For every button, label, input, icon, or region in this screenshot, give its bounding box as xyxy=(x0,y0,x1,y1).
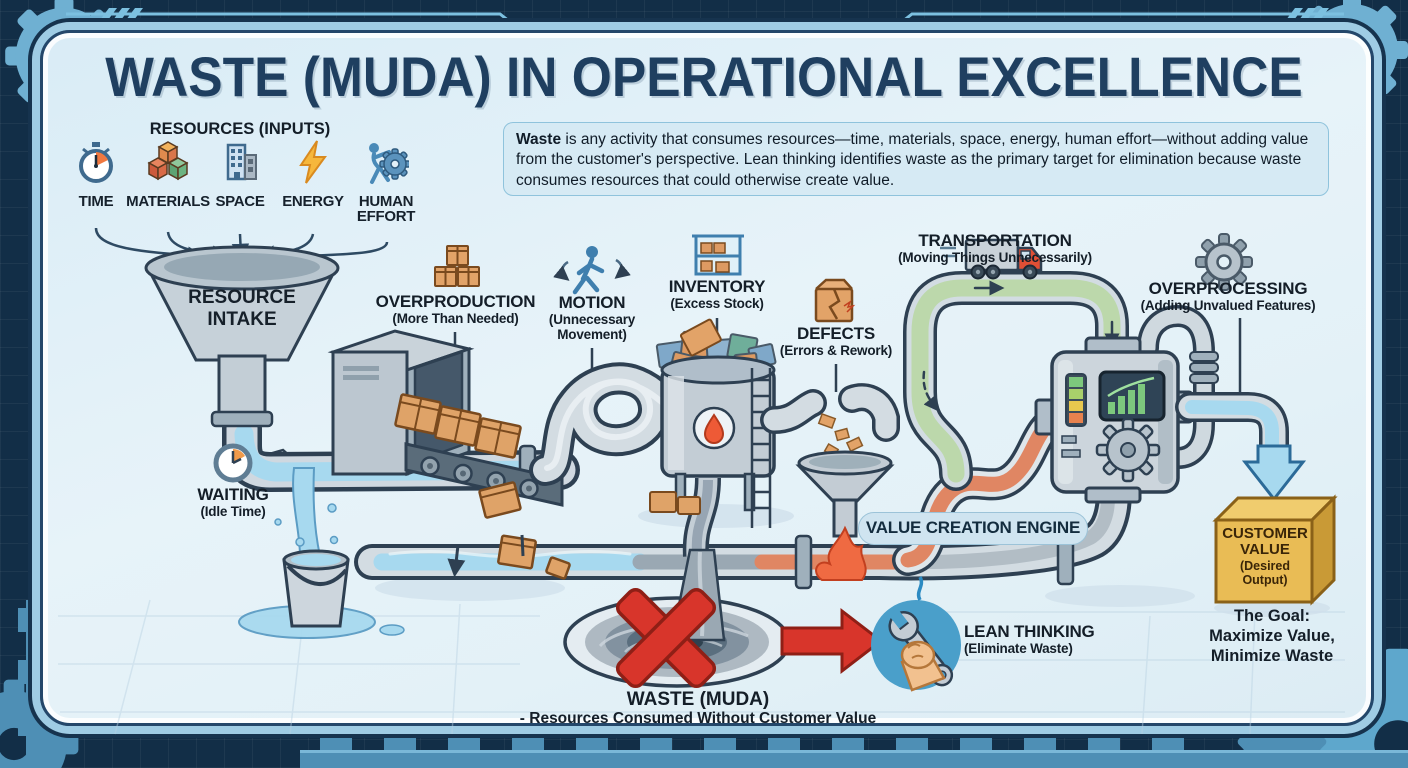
resource-intake-label: RESOURCE INTAKE xyxy=(188,287,296,330)
defects-label: DEFECTS (Errors & Rework) xyxy=(779,324,893,359)
resource-item-time: TIME xyxy=(61,139,131,209)
resource-item-energy: ENERGY xyxy=(273,139,353,209)
stopwatch-icon xyxy=(79,142,113,183)
overproduction-label: OVERPRODUCTION (More Than Needed) xyxy=(375,292,536,327)
resource-label: TIME xyxy=(78,193,114,210)
hazard-tick-marks xyxy=(100,8,1329,20)
resources-heading: RESOURCES (INPUTS) xyxy=(149,120,331,138)
resource-item-space: SPACE xyxy=(200,139,280,209)
inventory-label: INVENTORY (Excess Stock) xyxy=(668,277,766,312)
customer-value-label: CUSTOMER VALUE (Desired Output) xyxy=(1222,525,1308,588)
lightning-bolt-icon xyxy=(299,140,327,184)
lean-thinking-label: LEAN THINKING (Eliminate Waste) xyxy=(964,622,1095,657)
resource-label: MATERIALS xyxy=(126,193,210,210)
resource-label: HUMAN EFFORT xyxy=(356,193,416,226)
worker-gear-icon xyxy=(369,143,411,184)
overprocessing-label: OVERPROCESSING (Adding Unvalued Features… xyxy=(1140,279,1316,314)
waste-definition-lead: Waste xyxy=(516,131,562,148)
resource-label: SPACE xyxy=(215,193,265,210)
waste-definition-body: is any activity that consumes resources—… xyxy=(516,131,1309,189)
resource-item-human-effort: HUMAN EFFORT xyxy=(352,139,420,225)
page-title: WASTE (MUDA) IN OPERATIONAL EXCELLENCE xyxy=(105,45,1303,108)
transportation-label: TRANSPORTATION (Moving Things Unnecessar… xyxy=(898,231,1092,266)
resource-label: ENERGY xyxy=(282,193,344,210)
waiting-label: WAITING (Idle Time) xyxy=(197,485,269,520)
motion-label: MOTION (Unnecessary Movement) xyxy=(548,293,636,343)
gear-teeth-bands xyxy=(18,600,1408,768)
resource-item-materials: MATERIALS xyxy=(123,139,213,209)
building-icon xyxy=(226,143,257,181)
waste-muda-label: WASTE (MUDA) - Resources Consumed Withou… xyxy=(519,689,877,728)
value-creation-engine-label: VALUE CREATION ENGINE xyxy=(858,512,1088,545)
waste-definition-box: Waste is any activity that consumes reso… xyxy=(503,122,1329,196)
goal-label: The Goal: Maximize Value, Minimize Waste xyxy=(1209,607,1335,665)
material-cubes-icon xyxy=(147,141,189,181)
